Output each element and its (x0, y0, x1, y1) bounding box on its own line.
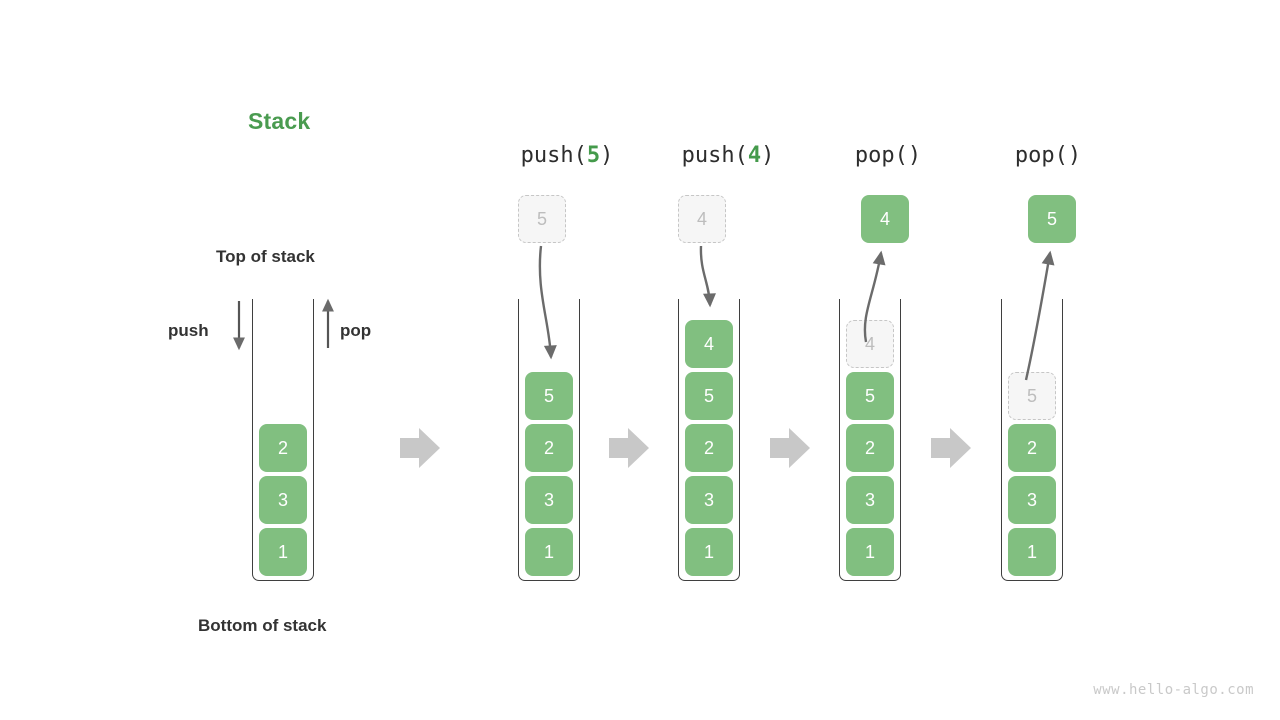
bottom-of-stack-label: Bottom of stack (198, 616, 327, 635)
separator-arrow-icon (931, 428, 971, 468)
push-label: push (168, 321, 209, 340)
op-header-text: pop( (854, 143, 908, 168)
op-header-suffix: ) (907, 143, 922, 168)
stack-cell: 5 (525, 372, 573, 420)
stack-cell-removed: 4 (846, 320, 894, 368)
stack-cell: 2 (259, 424, 307, 472)
stack-cell: 2 (1008, 424, 1056, 472)
stack-after-pop-1: 4 5 2 3 1 (839, 299, 901, 581)
stack-cell: 5 (685, 372, 733, 420)
stack-cell: 1 (259, 528, 307, 576)
stack-container (252, 299, 314, 581)
op-header-arg: 4 (747, 143, 762, 168)
popped-element-5: 5 (1028, 195, 1076, 243)
op-header-arg: 5 (586, 143, 601, 168)
stack-cell-removed: 5 (1008, 372, 1056, 420)
stack-container (1001, 299, 1063, 581)
separator-arrow-icon (609, 428, 649, 468)
op-header-text: push( (520, 143, 587, 168)
stack-initial: 2 3 1 (252, 299, 314, 581)
stack-container (678, 299, 740, 581)
watermark: www.hello-algo.com (1093, 682, 1254, 698)
stack-cell: 4 (685, 320, 733, 368)
op-header-suffix: ) (761, 143, 775, 168)
stack-container (518, 299, 580, 581)
push-flow-arrow-4 (699, 245, 716, 308)
stack-cell: 1 (525, 528, 573, 576)
top-of-stack-label: Top of stack (216, 247, 315, 266)
op-header-suffix: ) (600, 143, 614, 168)
stack-after-pop-2: 5 2 3 1 (1001, 299, 1063, 581)
stack-cell: 2 (685, 424, 733, 472)
op-header-suffix: ) (1067, 143, 1082, 168)
stack-cell: 2 (525, 424, 573, 472)
pop-label: pop (340, 321, 372, 340)
op-header-text: push( (681, 143, 748, 168)
separator-arrow-icon (770, 428, 810, 468)
op-header-text: pop( (1014, 143, 1068, 168)
stack-cell: 1 (685, 528, 733, 576)
stack-container (839, 299, 901, 581)
stack-cell: 3 (259, 476, 307, 524)
op-header-pop-1: pop() (788, 143, 988, 168)
stack-after-push-5: 5 2 3 1 (518, 299, 580, 581)
stack-cell: 3 (846, 476, 894, 524)
popped-element-4: 4 (861, 195, 909, 243)
stack-cell: 3 (525, 476, 573, 524)
stack-cell: 3 (1008, 476, 1056, 524)
stack-cell: 2 (846, 424, 894, 472)
stack-cell: 1 (1008, 528, 1056, 576)
incoming-element-4: 4 (678, 195, 726, 243)
stack-cell: 1 (846, 528, 894, 576)
stack-cell: 3 (685, 476, 733, 524)
stack-cell: 5 (846, 372, 894, 420)
op-header-push-4: push(4) (628, 143, 828, 168)
op-header-push-5: push(5) (467, 143, 667, 168)
stack-after-push-4: 4 5 2 3 1 (678, 299, 740, 581)
op-header-pop-2: pop() (948, 143, 1148, 168)
incoming-element-5: 5 (518, 195, 566, 243)
separator-arrow-icon (400, 428, 440, 468)
page-title: Stack (248, 108, 311, 134)
